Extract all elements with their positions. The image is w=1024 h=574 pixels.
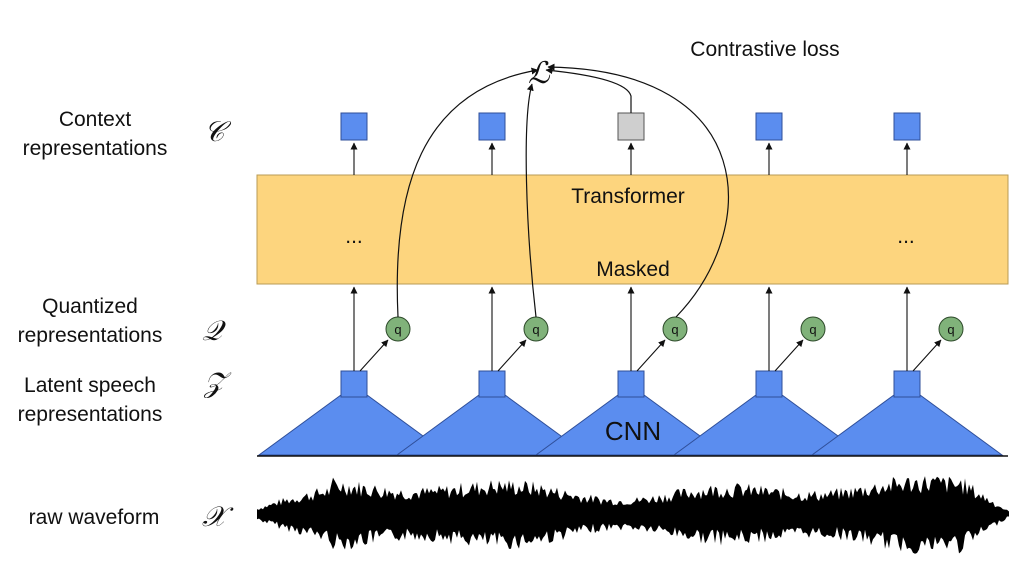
latent-box [893, 370, 921, 398]
loss-symbol: ℒ [528, 56, 551, 91]
transformer-block [256, 174, 1009, 285]
cnn-label: CNN [605, 416, 661, 446]
quantized-symbol: 𝒬 [202, 314, 226, 347]
latent-box [617, 370, 645, 398]
ellipsis-left: ... [345, 225, 363, 248]
latent-to-quantizer-arrow [497, 339, 527, 372]
loss-curve-2 [525, 83, 537, 318]
latent-to-quantizer-arrow [912, 339, 942, 372]
context-box [340, 112, 368, 141]
context-box [893, 112, 921, 141]
transformer-label: Transformer [571, 185, 685, 208]
quantizer-label: q [809, 322, 816, 337]
quantizer-circle [662, 316, 688, 342]
column-1: q [340, 112, 411, 398]
latent-box [755, 370, 783, 398]
quantized-label-line2: representations [18, 324, 163, 347]
contrastive-loss-label: Contrastive loss [690, 38, 839, 61]
quantizer-label: q [671, 322, 678, 337]
loss-curve-4 [547, 63, 729, 318]
column-3: q [617, 112, 688, 398]
context-label-line2: representations [23, 137, 168, 160]
context-box-masked [617, 112, 645, 141]
quantizer-circle [938, 316, 964, 342]
context-symbol: 𝒞 [204, 115, 232, 148]
quantizer-label: q [947, 322, 954, 337]
quantizer-circle [800, 316, 826, 342]
loss-connections [396, 63, 729, 318]
quantizer-label: q [394, 322, 401, 337]
loss-curve-3 [545, 67, 632, 113]
waveform-symbol: 𝒳 [202, 500, 234, 533]
column-2: q [478, 112, 549, 398]
latent-to-quantizer-arrow [774, 339, 804, 372]
latent-box [340, 370, 368, 398]
waveform-label: raw waveform [29, 506, 160, 529]
cnn-triangle [810, 394, 1004, 456]
latent-to-quantizer-arrow [636, 339, 666, 372]
column-4: q [755, 112, 826, 398]
context-label-line1: Context [59, 108, 132, 131]
latent-box [478, 370, 506, 398]
cnn-encoder [257, 394, 1008, 457]
latent-label-line1: Latent speech [24, 374, 156, 397]
quantizer-label: q [532, 322, 539, 337]
ellipsis-right: ... [897, 225, 915, 248]
masked-label: Masked [596, 258, 670, 281]
waveform-shape [257, 476, 1009, 554]
context-box [478, 112, 506, 141]
latent-to-quantizer-arrow [359, 339, 389, 372]
context-box [755, 112, 783, 141]
quantized-label-line1: Quantized [42, 295, 138, 318]
loss-curve-1 [396, 67, 539, 318]
raw-waveform [257, 476, 1009, 554]
latent-label-line2: representations [18, 403, 163, 426]
column-5: q [893, 112, 964, 398]
latent-symbol: 𝒵 [203, 366, 232, 399]
